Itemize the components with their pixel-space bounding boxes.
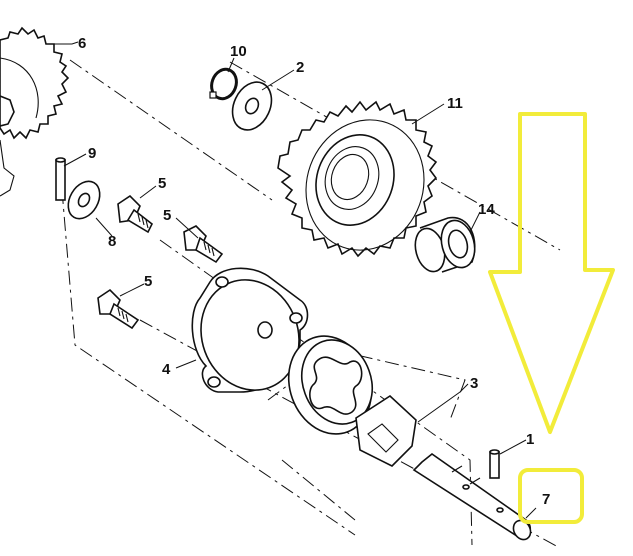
highlight-box	[518, 468, 584, 524]
leader-lines	[54, 41, 537, 519]
rotor-set-3	[287, 335, 417, 467]
down-arrow-icon	[488, 112, 615, 434]
bolt-5c	[97, 288, 140, 330]
pin-9	[55, 157, 66, 201]
pump-cover-4	[191, 267, 309, 393]
part-labels: 6 10 2 11 14 9 8 5 5 5 4 3 1 7	[78, 35, 550, 508]
shaft-7	[412, 453, 532, 541]
label-part-8: 8	[108, 233, 116, 250]
pin-1	[489, 449, 500, 479]
washer-2	[231, 81, 273, 131]
bolt-5b	[183, 225, 224, 264]
label-part-4: 4	[162, 361, 171, 378]
label-part-14: 14	[478, 201, 495, 218]
label-part-7: 7	[542, 491, 550, 508]
gear-6	[0, 26, 70, 197]
bearing-14	[414, 216, 476, 273]
label-part-3: 3	[470, 375, 478, 392]
gear-11	[277, 100, 438, 258]
washer-8	[67, 180, 101, 220]
label-part-2: 2	[296, 59, 304, 76]
label-part-11: 11	[447, 95, 463, 112]
label-part-5-middle: 5	[163, 207, 171, 224]
label-part-6: 6	[78, 35, 86, 52]
label-part-9: 9	[88, 145, 96, 162]
bolt-5a	[117, 194, 154, 234]
highlight-annotation	[488, 112, 615, 524]
label-part-1: 1	[526, 431, 534, 448]
label-part-10: 10	[230, 43, 247, 60]
label-part-5-bottom: 5	[144, 273, 152, 290]
label-part-5-top: 5	[158, 175, 166, 192]
circlip-10	[209, 67, 238, 101]
